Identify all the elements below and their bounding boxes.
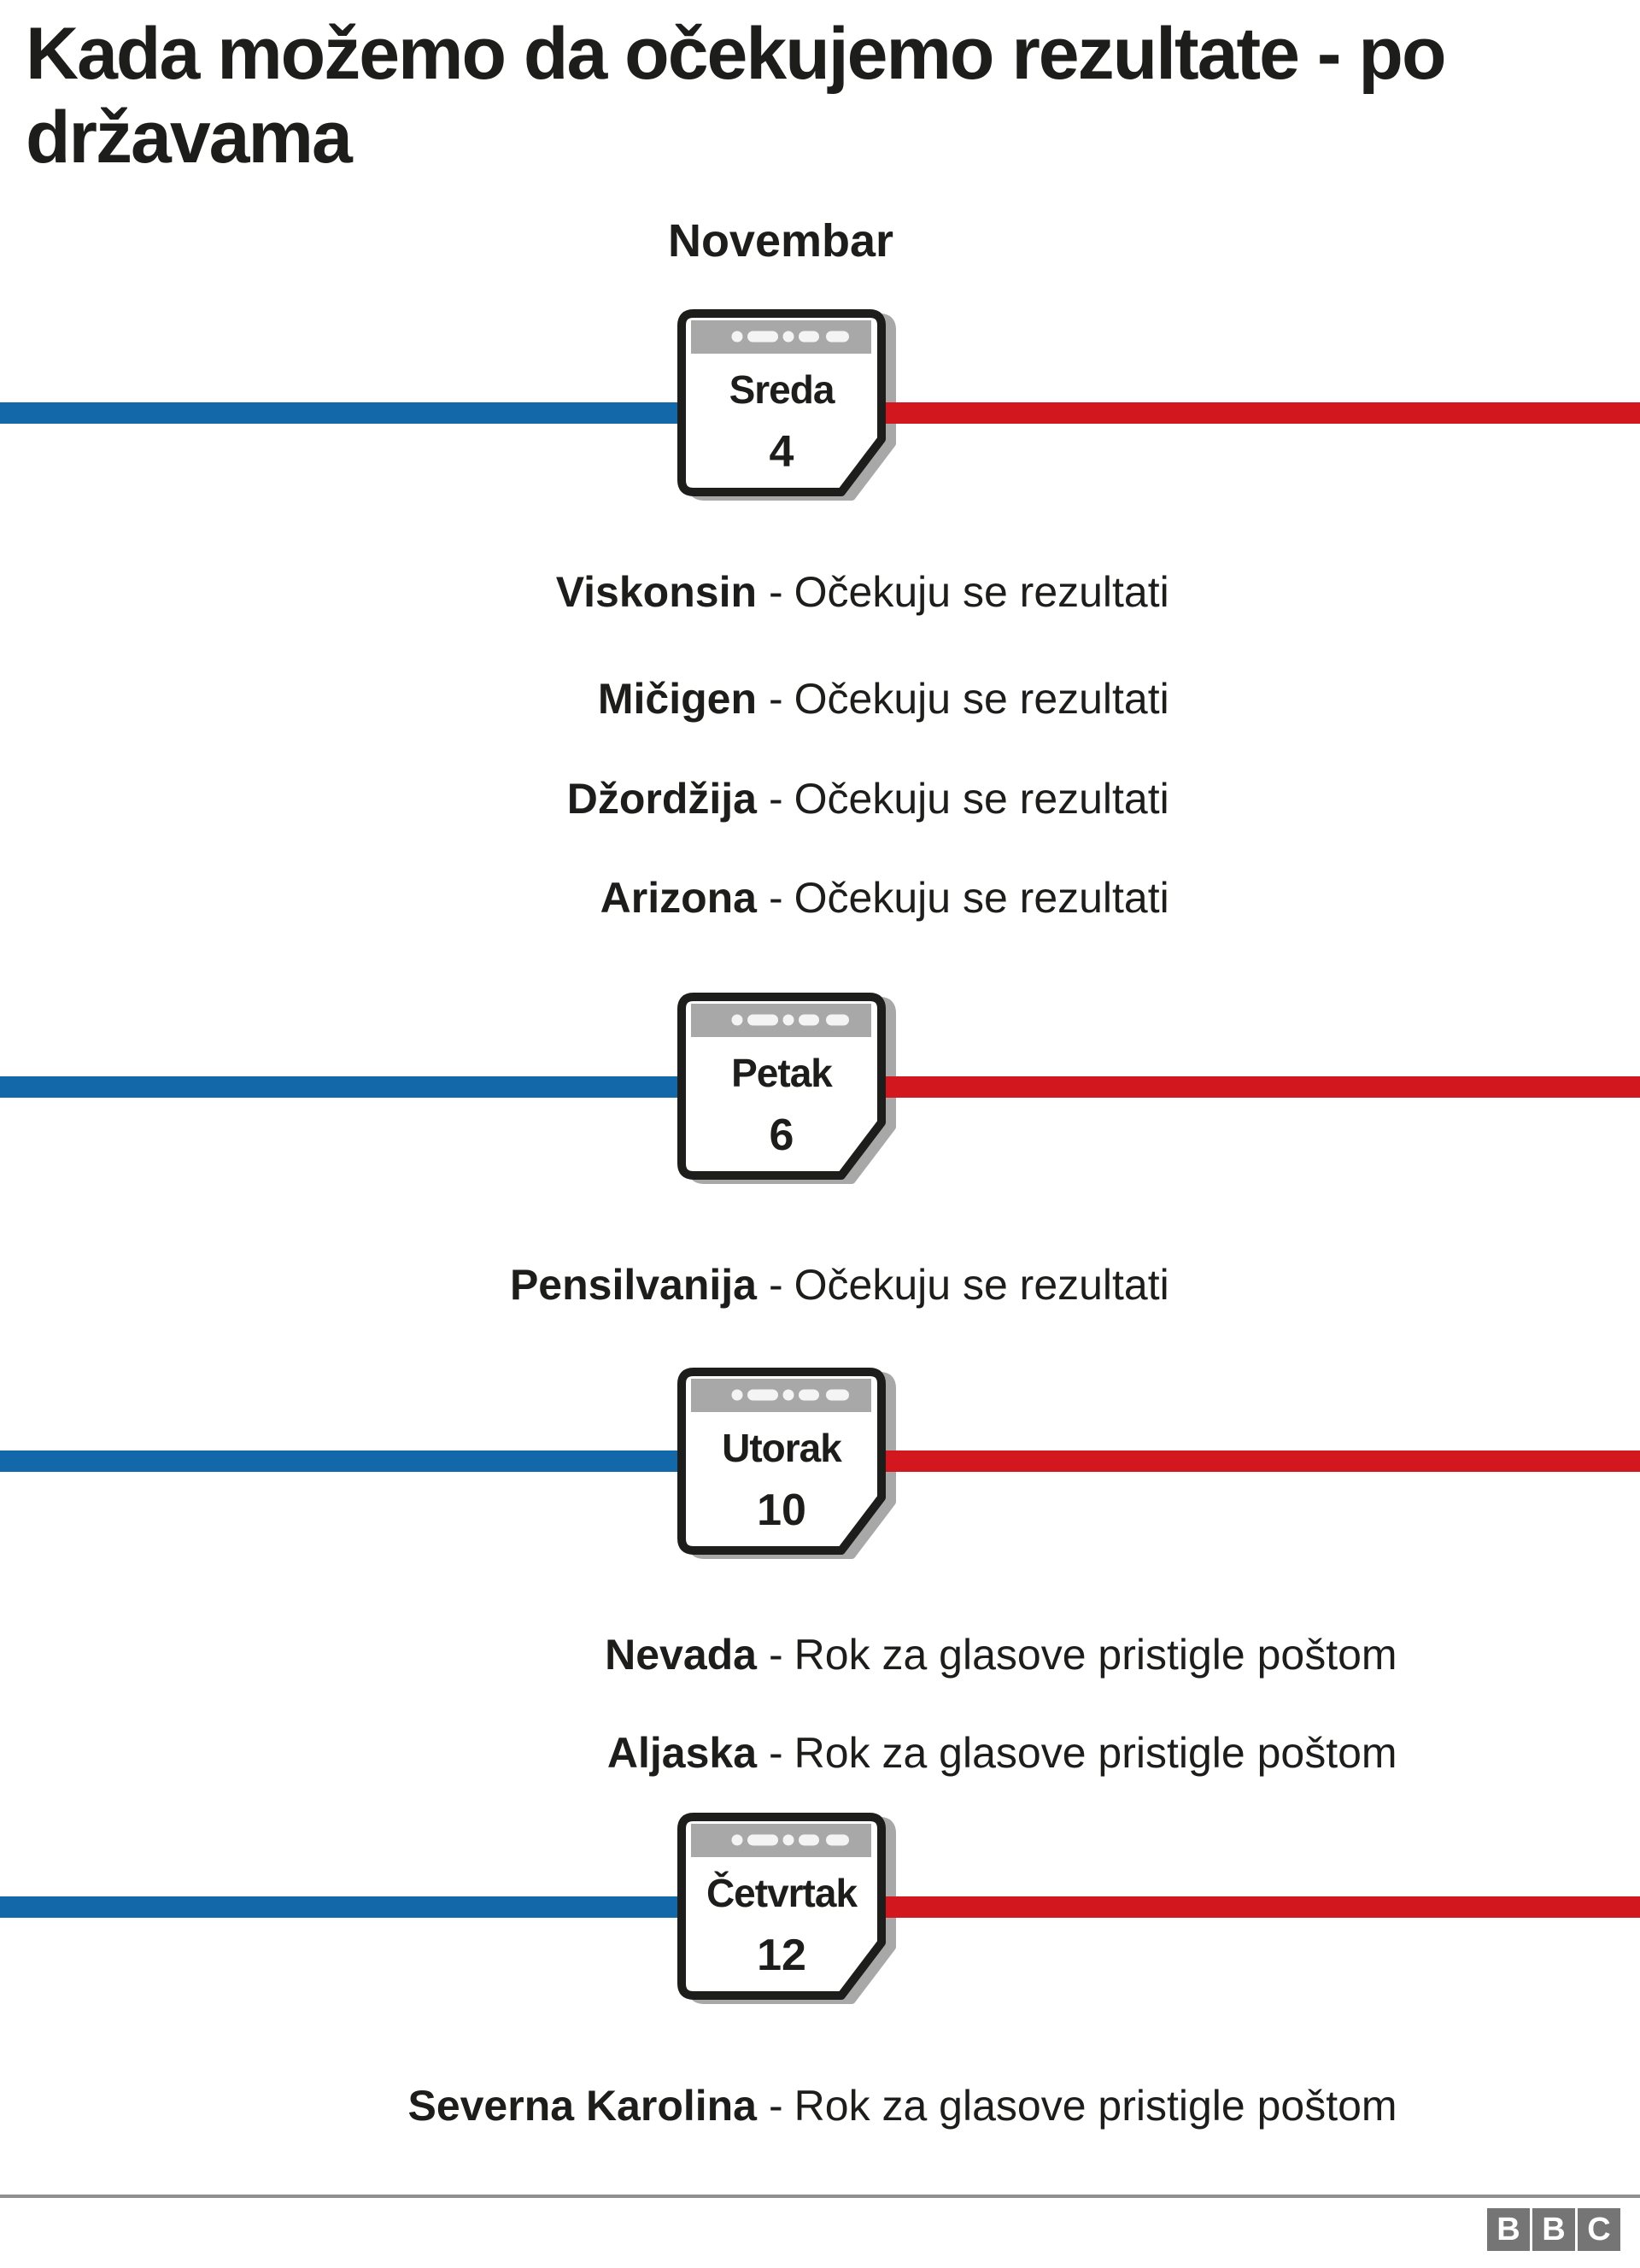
state-name: Pensilvanija <box>509 1261 757 1309</box>
calendar-icon: Četvrtak 12 <box>677 1813 886 2000</box>
state-name: Džordžija <box>566 775 757 823</box>
calendar-icon: Utorak 10 <box>677 1368 886 1555</box>
calendar-date-label: 10 <box>757 1486 806 1535</box>
state-row: Viskonsin - Očekuju se rezultati <box>0 561 1640 623</box>
state-row: Severna Karolina - Rok za glasove pristi… <box>0 2075 1640 2136</box>
status-text: Očekuju se rezultati <box>794 1261 1169 1309</box>
calendar-icon: Petak 6 <box>677 993 886 1180</box>
timeline-blue-line <box>0 402 677 424</box>
state-status: - Rok za glasove pristigle poštom <box>769 1722 1397 1784</box>
state-name: Arizona <box>600 874 757 922</box>
state-name: Severna Karolina <box>407 2082 757 2130</box>
state-row: Mičigen - Očekuju se rezultati <box>0 668 1640 730</box>
state-status: - Očekuju se rezultati <box>769 668 1169 730</box>
status-text: Očekuju se rezultati <box>794 675 1169 723</box>
status-dash: - <box>769 1261 783 1309</box>
bbc-logo-block: B <box>1487 2208 1530 2251</box>
page-title-line-1: Kada možemo da očekujemo rezultate - po <box>26 13 1446 95</box>
timeline-blue-line <box>0 1896 677 1918</box>
state-status: - Očekuju se rezultati <box>769 768 1169 829</box>
separator-line <box>0 2195 1640 2198</box>
status-text: Očekuju se rezultati <box>794 568 1169 616</box>
state-name: Aljaska <box>606 1729 757 1777</box>
state-row: Aljaska - Rok za glasove pristigle pošto… <box>0 1722 1640 1784</box>
timeline-red-line <box>886 1076 1640 1098</box>
status-dash: - <box>769 1729 783 1777</box>
calendar-date-label: 6 <box>770 1111 794 1160</box>
status-text: Rok za glasove pristigle poštom <box>794 2082 1397 2130</box>
state-name: Viskonsin <box>555 568 757 616</box>
bbc-logo: B B C <box>1487 2208 1620 2251</box>
bbc-logo-block: B <box>1532 2208 1575 2251</box>
status-text: Rok za glasove pristigle poštom <box>794 1631 1397 1679</box>
page-title: Kada možemo da očekujemo rezultate - po … <box>26 12 1546 179</box>
status-text: Očekuju se rezultati <box>794 874 1169 922</box>
state-name: Mičigen <box>597 675 757 723</box>
state-status: - Očekuju se rezultati <box>769 867 1169 929</box>
calendar-day-label: Petak <box>731 1051 833 1095</box>
state-row: Arizona - Očekuju se rezultati <box>0 867 1640 929</box>
month-label: Novembar <box>667 215 894 267</box>
calendar-day-label: Utorak <box>722 1426 842 1470</box>
state-status: - Očekuju se rezultati <box>769 561 1169 623</box>
status-dash: - <box>769 775 783 823</box>
state-row: Džordžija - Očekuju se rezultati <box>0 768 1640 829</box>
state-status: - Rok za glasove pristigle poštom <box>769 2075 1397 2136</box>
page-title-line-2: državama <box>26 97 353 179</box>
calendar-icon: Sreda 4 <box>677 309 886 496</box>
timeline-red-line <box>886 402 1640 424</box>
status-dash: - <box>769 2082 783 2130</box>
state-row: Nevada - Rok za glasove pristigle poštom <box>0 1624 1640 1685</box>
bbc-logo-block: C <box>1578 2208 1620 2251</box>
calendar-day-label: Četvrtak <box>706 1871 858 1915</box>
state-status: - Rok za glasove pristigle poštom <box>769 1624 1397 1685</box>
status-dash: - <box>769 1631 783 1679</box>
status-dash: - <box>769 675 783 723</box>
status-text: Očekuju se rezultati <box>794 775 1169 823</box>
state-status: - Očekuju se rezultati <box>769 1254 1169 1316</box>
timeline-red-line <box>886 1896 1640 1918</box>
status-dash: - <box>769 874 783 922</box>
status-dash: - <box>769 568 783 616</box>
timeline-blue-line <box>0 1076 677 1098</box>
calendar-date-label: 4 <box>770 427 794 477</box>
timeline-red-line <box>886 1450 1640 1472</box>
timeline-blue-line <box>0 1450 677 1472</box>
status-text: Rok za glasove pristigle poštom <box>794 1729 1397 1777</box>
state-row: Pensilvanija - Očekuju se rezultati <box>0 1254 1640 1316</box>
state-name: Nevada <box>605 1631 757 1679</box>
calendar-day-label: Sreda <box>729 367 835 412</box>
calendar-date-label: 12 <box>757 1931 806 1980</box>
